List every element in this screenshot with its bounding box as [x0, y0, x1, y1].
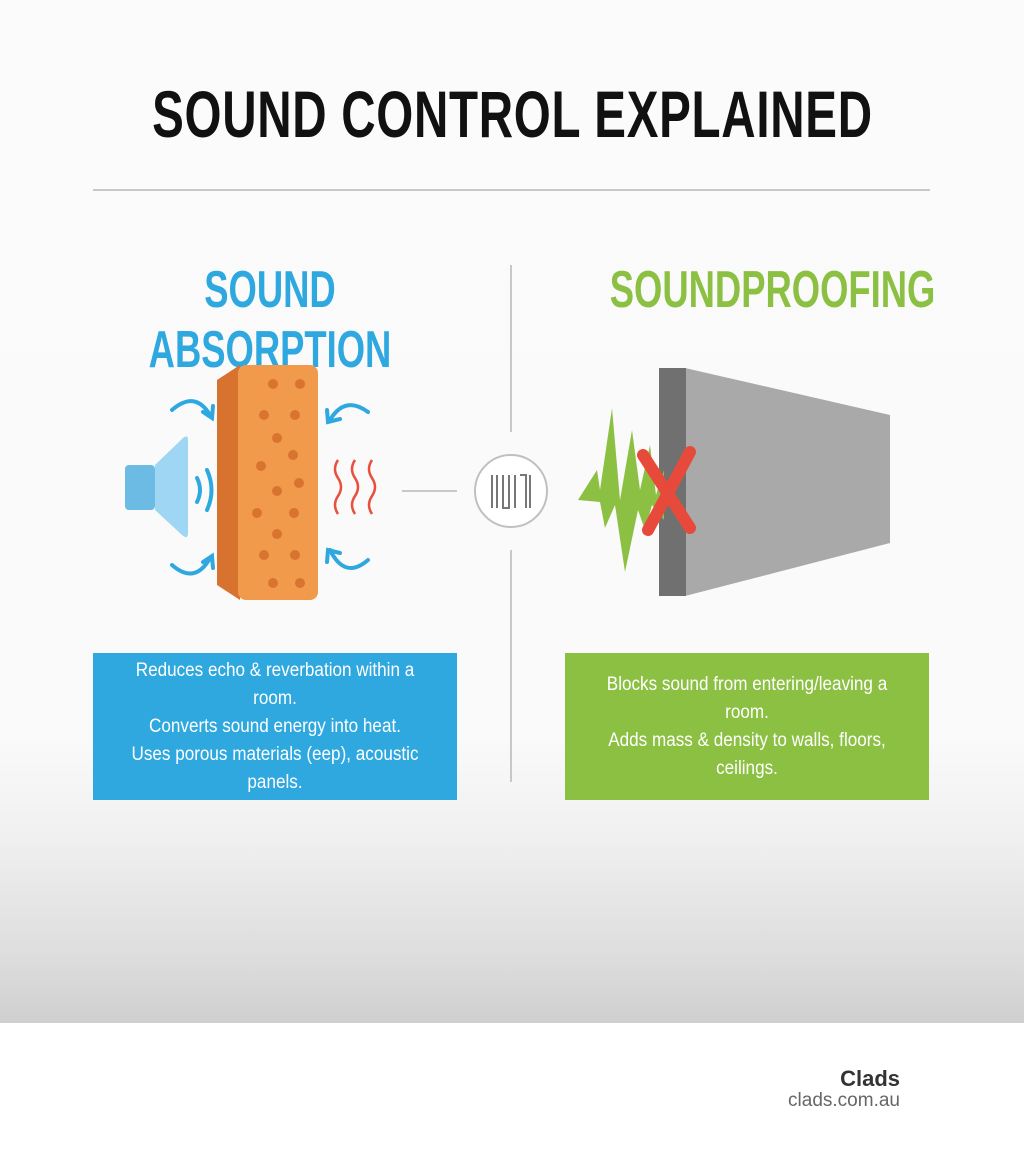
absorption-point: Converts sound energy into heat. [149, 715, 401, 737]
acoustic-foam-panel-icon [217, 365, 318, 600]
blocked-x-icon [637, 446, 696, 536]
footer-url: clads.com.au [788, 1090, 900, 1111]
reflection-arrow-icon [170, 399, 370, 576]
page-title-text: SOUND CONTROL EXPLAINED [151, 77, 873, 151]
page-title: SOUND CONTROL EXPLAINED [0, 76, 1024, 152]
footer-brand: Clads [840, 1066, 900, 1091]
solid-wall-icon [659, 368, 890, 596]
center-divider-top [510, 265, 512, 432]
wall-comparison-icon [474, 454, 548, 528]
sound-spike-icon [578, 408, 664, 572]
illustrations [125, 365, 890, 600]
soundproofing-heading: SOUNDPROOFING [540, 260, 960, 320]
absorption-description-box: Reduces echo & reverbation within a room… [93, 653, 457, 800]
soundproofing-description-box: Blocks sound from entering/leaving a roo… [565, 653, 929, 800]
soundproofing-point: Adds mass & density to walls, floors, ce… [608, 729, 886, 779]
absorption-heading: SOUND ABSORPTION [60, 260, 480, 380]
absorption-point: Uses porous materials (eep), acoustic pa… [131, 743, 419, 793]
absorption-heading-text: SOUND ABSORPTION [148, 261, 392, 379]
center-divider-bottom [510, 550, 512, 782]
soundproofing-point: Blocks sound from entering/leaving a roo… [606, 673, 888, 723]
divider [93, 189, 930, 191]
heat-wave-icon [333, 459, 377, 515]
speaker-icon [125, 436, 188, 538]
absorption-point: Reduces echo & reverbation within a room… [135, 659, 415, 709]
soundproofing-heading-text: SOUNDPROOFING [609, 261, 936, 319]
